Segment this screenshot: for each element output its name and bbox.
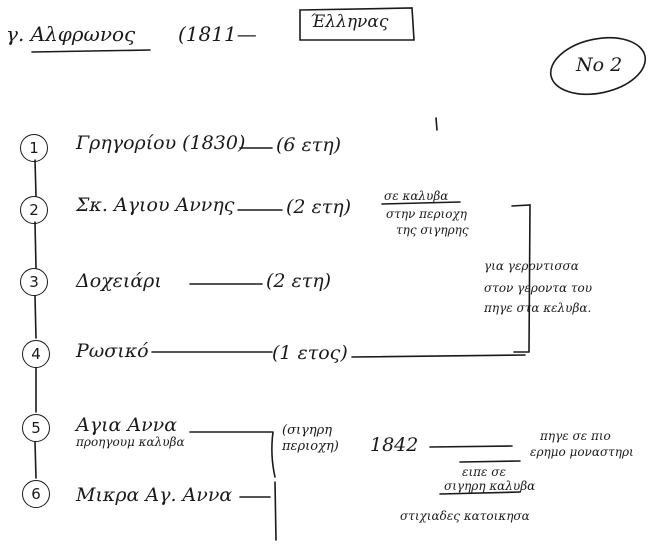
tick-mark — [435, 117, 438, 131]
header-born: (1811— — [178, 22, 257, 46]
row2-note-underline — [381, 201, 461, 205]
header-boxed-word: Έλληνας — [310, 12, 389, 32]
name-underline — [31, 49, 151, 53]
middle-note-line: ειπε σε — [462, 465, 506, 479]
middle-note-line: στιχιαδες κατοικησα — [400, 509, 530, 523]
row-number-circle: 1 — [20, 134, 48, 162]
row-duration-2: περιοχη) — [282, 439, 339, 454]
page-number: Νο 2 — [576, 54, 623, 76]
middle-note-line: σιγηρη καλυβα — [444, 479, 536, 493]
row-number-circle: 2 — [20, 196, 48, 224]
header-name: γ. Αλφρωνος — [6, 22, 136, 46]
row-number-circle: 5 — [22, 414, 50, 442]
row-number-circle: 6 — [22, 480, 50, 508]
middle-note-underline — [439, 460, 521, 495]
row-duration: (1 ετος) — [272, 342, 348, 364]
right-note-line: για γεροντισσα — [484, 259, 579, 273]
row-place: Δοχειάρι — [76, 270, 162, 292]
row4-long-line — [351, 354, 526, 358]
row-place: Αγια Αννα — [76, 414, 178, 436]
row-duration: (2 ετη) — [286, 196, 352, 218]
row2-note-line: σε καλυβα — [384, 189, 449, 203]
row-place: Ρωσικό — [76, 340, 149, 362]
timeline-connector — [34, 159, 37, 479]
row-number-circle: 3 — [20, 268, 48, 296]
row2-note-line: της σιγηρης — [396, 223, 469, 237]
row5-right-note: πηγε σε πιο — [540, 429, 611, 443]
row5-right-line — [429, 445, 513, 448]
year-1842: 1842 — [370, 434, 419, 456]
row-place-sub: προηγουμ καλυβα — [76, 435, 185, 449]
row6-bar — [274, 481, 277, 541]
row5-right-note: ερημο μοναστηρι — [530, 445, 634, 459]
row-number-circle: 4 — [22, 340, 50, 368]
right-note-line: πηγε στα κελυβα. — [484, 301, 592, 315]
row2-note-line: στην περιοχη — [386, 207, 467, 221]
row-place: Σκ. Αγιου Αννης — [76, 194, 235, 216]
note-bracket — [511, 204, 531, 353]
header-box — [299, 7, 415, 41]
row-duration: (2 ετη) — [266, 270, 332, 292]
row-place: Μικρα Αγ. Αννα — [76, 484, 233, 506]
page-number-circle — [549, 36, 647, 96]
row-duration: (6 ετη) — [276, 134, 342, 156]
row5-bracket — [271, 431, 276, 478]
row-duration: (σιγηρη — [282, 423, 333, 438]
row-place: Γρηγορίου (1830) — [76, 132, 246, 154]
right-note-line: στον γεροντα του — [484, 281, 593, 295]
